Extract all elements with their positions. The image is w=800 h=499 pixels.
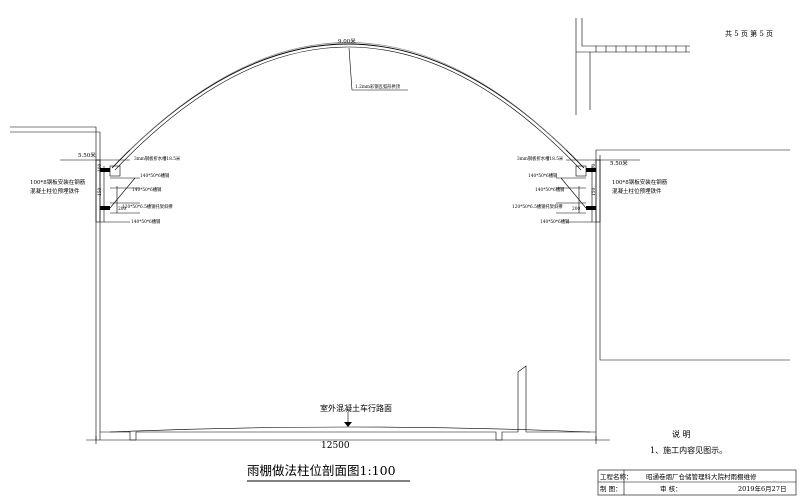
left-dim-150: 150 (98, 188, 103, 196)
right-dim-200: 200 (572, 207, 580, 212)
project-name: 昭通卷烟厂仓储管理科大院村雨棚维修 (646, 472, 757, 481)
left-gutter-label: 3mm钢板折水槽18.5米 (134, 155, 181, 162)
right-ch2-label: 140*50*6槽钢 (535, 186, 564, 193)
right-embed-line2: 混凝土柱位预埋铁件 (612, 187, 662, 195)
span-top-label: 9.00米 (338, 37, 356, 45)
right-gutter-label: 3mm钢板折水槽18.5米 (517, 155, 564, 162)
roof-leader (348, 47, 353, 91)
road-label: 室外混凝土车行路面 (320, 403, 392, 413)
right-dim-150: 150 (592, 188, 597, 196)
title-block (597, 469, 797, 496)
right-embed-plate-top (586, 168, 596, 172)
right-ch1-label: 140*50*6槽钢 (528, 172, 557, 179)
left-embed-line1: 100*8钢板安装在钢筋 (30, 178, 86, 186)
roof-sheet-label: 1.2mm彩钢瓦弧形拱顶 (355, 83, 401, 90)
left-building (10, 126, 110, 440)
left-ch1-label: 140*50*6槽钢 (140, 172, 169, 179)
sheet-date: 2019年6月27日 (738, 484, 786, 493)
left-truss-label: 120*50*6.5槽钢托架斜撑 (122, 203, 173, 210)
left-ch3-label: 140*50*6槽钢 (131, 218, 160, 225)
left-embed-plate-bottom (100, 206, 110, 210)
left-embed-line2: 混凝土柱位预埋铁件 (30, 187, 80, 195)
right-support-detail (556, 159, 640, 223)
notes-heading: 说 明 (672, 429, 691, 439)
check-label: 审 核： (660, 484, 682, 493)
page-counter: 共 5 页 第 5 页 (725, 29, 773, 38)
right-elev-label: 5.50米 (610, 159, 628, 167)
width-dimension: 12500 (321, 441, 350, 451)
project-label: 工程名称： (600, 472, 633, 481)
left-dim-200: 200 (118, 207, 126, 212)
right-embed-plate-bottom (586, 206, 596, 210)
right-ch3-label: 140*50*6槽钢 (540, 218, 569, 225)
drawing-title: 雨棚做法柱位剖面图1:100 (247, 463, 396, 478)
right-dim-100: 100 (592, 164, 597, 172)
ground (86, 365, 610, 444)
notes-item-1: 1、施工内容见图示。 (650, 445, 727, 455)
right-building (575, 18, 790, 440)
left-ch2-label: 140*50*6槽钢 (132, 186, 161, 193)
right-embed-line1: 100*8钢板安装在钢筋 (612, 178, 668, 186)
left-elev-label: 5.50米 (78, 151, 96, 159)
left-support-detail (60, 159, 140, 223)
arch-roof (111, 42, 585, 171)
drawn-label: 制 图： (600, 484, 622, 493)
left-embed-plate-top (100, 168, 110, 172)
left-dim-100: 100 (98, 164, 103, 172)
right-truss-label: 120*50*6.5槽钢托架斜撑 (512, 203, 563, 210)
